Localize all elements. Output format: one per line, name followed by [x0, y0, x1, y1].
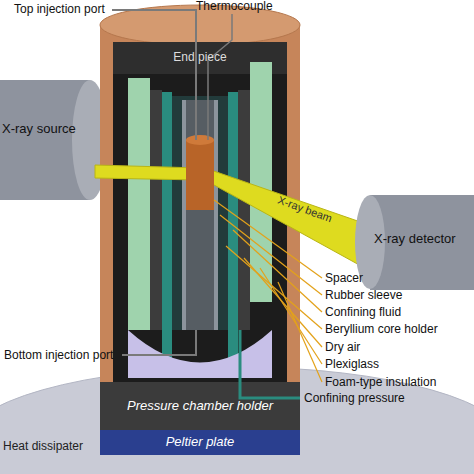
end-piece-body [113, 42, 287, 382]
dry-air-left [150, 90, 162, 330]
part-label: Confining fluid [325, 306, 401, 319]
xray-detector-box: X-ray detector [374, 232, 474, 252]
rubber-sleeve [186, 100, 214, 330]
pressure-label: Confining pressure [304, 392, 405, 405]
leader-line [226, 246, 322, 329]
xray-beam-in [95, 165, 200, 180]
core-sample [186, 140, 214, 210]
part-name: Peltier plate [166, 435, 235, 449]
confining-fluid-right [228, 92, 238, 362]
bottom-injection-line [122, 330, 196, 355]
heat-dissipater-box: Heat dissipater [3, 440, 113, 458]
part-label: Plexiglass [325, 358, 379, 371]
part-name: X-ray detector [374, 232, 456, 246]
dry-air-right [238, 90, 250, 330]
part-label: Foam-type insulation [325, 376, 436, 389]
leader-line [233, 230, 322, 312]
part-name: Pressure chamber holder [127, 399, 273, 413]
part-label: Dry air [325, 341, 360, 354]
port-label: Bottom injection port [4, 349, 113, 362]
thermocouple-wire [208, 14, 232, 140]
part-name: X-ray beam [276, 194, 334, 225]
peltier-plate-box: Peltier plate [100, 433, 300, 452]
part-name: X-ray source [2, 122, 76, 136]
part-label: Rubber sleeve [325, 289, 402, 302]
beryllium-holder-wall [172, 96, 228, 330]
leader-line [244, 258, 322, 347]
port-label: Top injection port [14, 3, 105, 16]
sensor-label: Thermocouple [196, 0, 273, 13]
core-holder-tube [182, 100, 218, 330]
peltier-plate [100, 430, 300, 455]
plexiglass-left [128, 78, 150, 330]
confining-fluid-left [162, 92, 172, 362]
plexiglass-right [250, 62, 272, 302]
xray-source-box: X-ray source [2, 122, 102, 142]
confining-pressure-line [240, 330, 300, 398]
xray-beam-box: X-ray beam [255, 184, 354, 233]
detector-cylinder [370, 195, 474, 290]
leader-line [278, 282, 322, 382]
heat-dissipater-disk [0, 367, 474, 474]
leader-line [220, 215, 322, 295]
end-piece-label-box: End piece [113, 46, 287, 70]
pressure-chamber-holder [100, 382, 300, 430]
core-sample-top [186, 135, 214, 145]
part-label: Beryllium core holder [325, 323, 438, 336]
part-name: Heat dissipater [3, 440, 83, 453]
part-label: Spacer [325, 272, 363, 285]
xray-beam-out [205, 168, 372, 272]
leader-line [260, 268, 322, 364]
part-name: End piece [173, 51, 226, 64]
top-injection-line [112, 10, 196, 140]
leader-lines [214, 200, 322, 382]
pressure-chamber-box: Pressure chamber holder [100, 396, 300, 416]
